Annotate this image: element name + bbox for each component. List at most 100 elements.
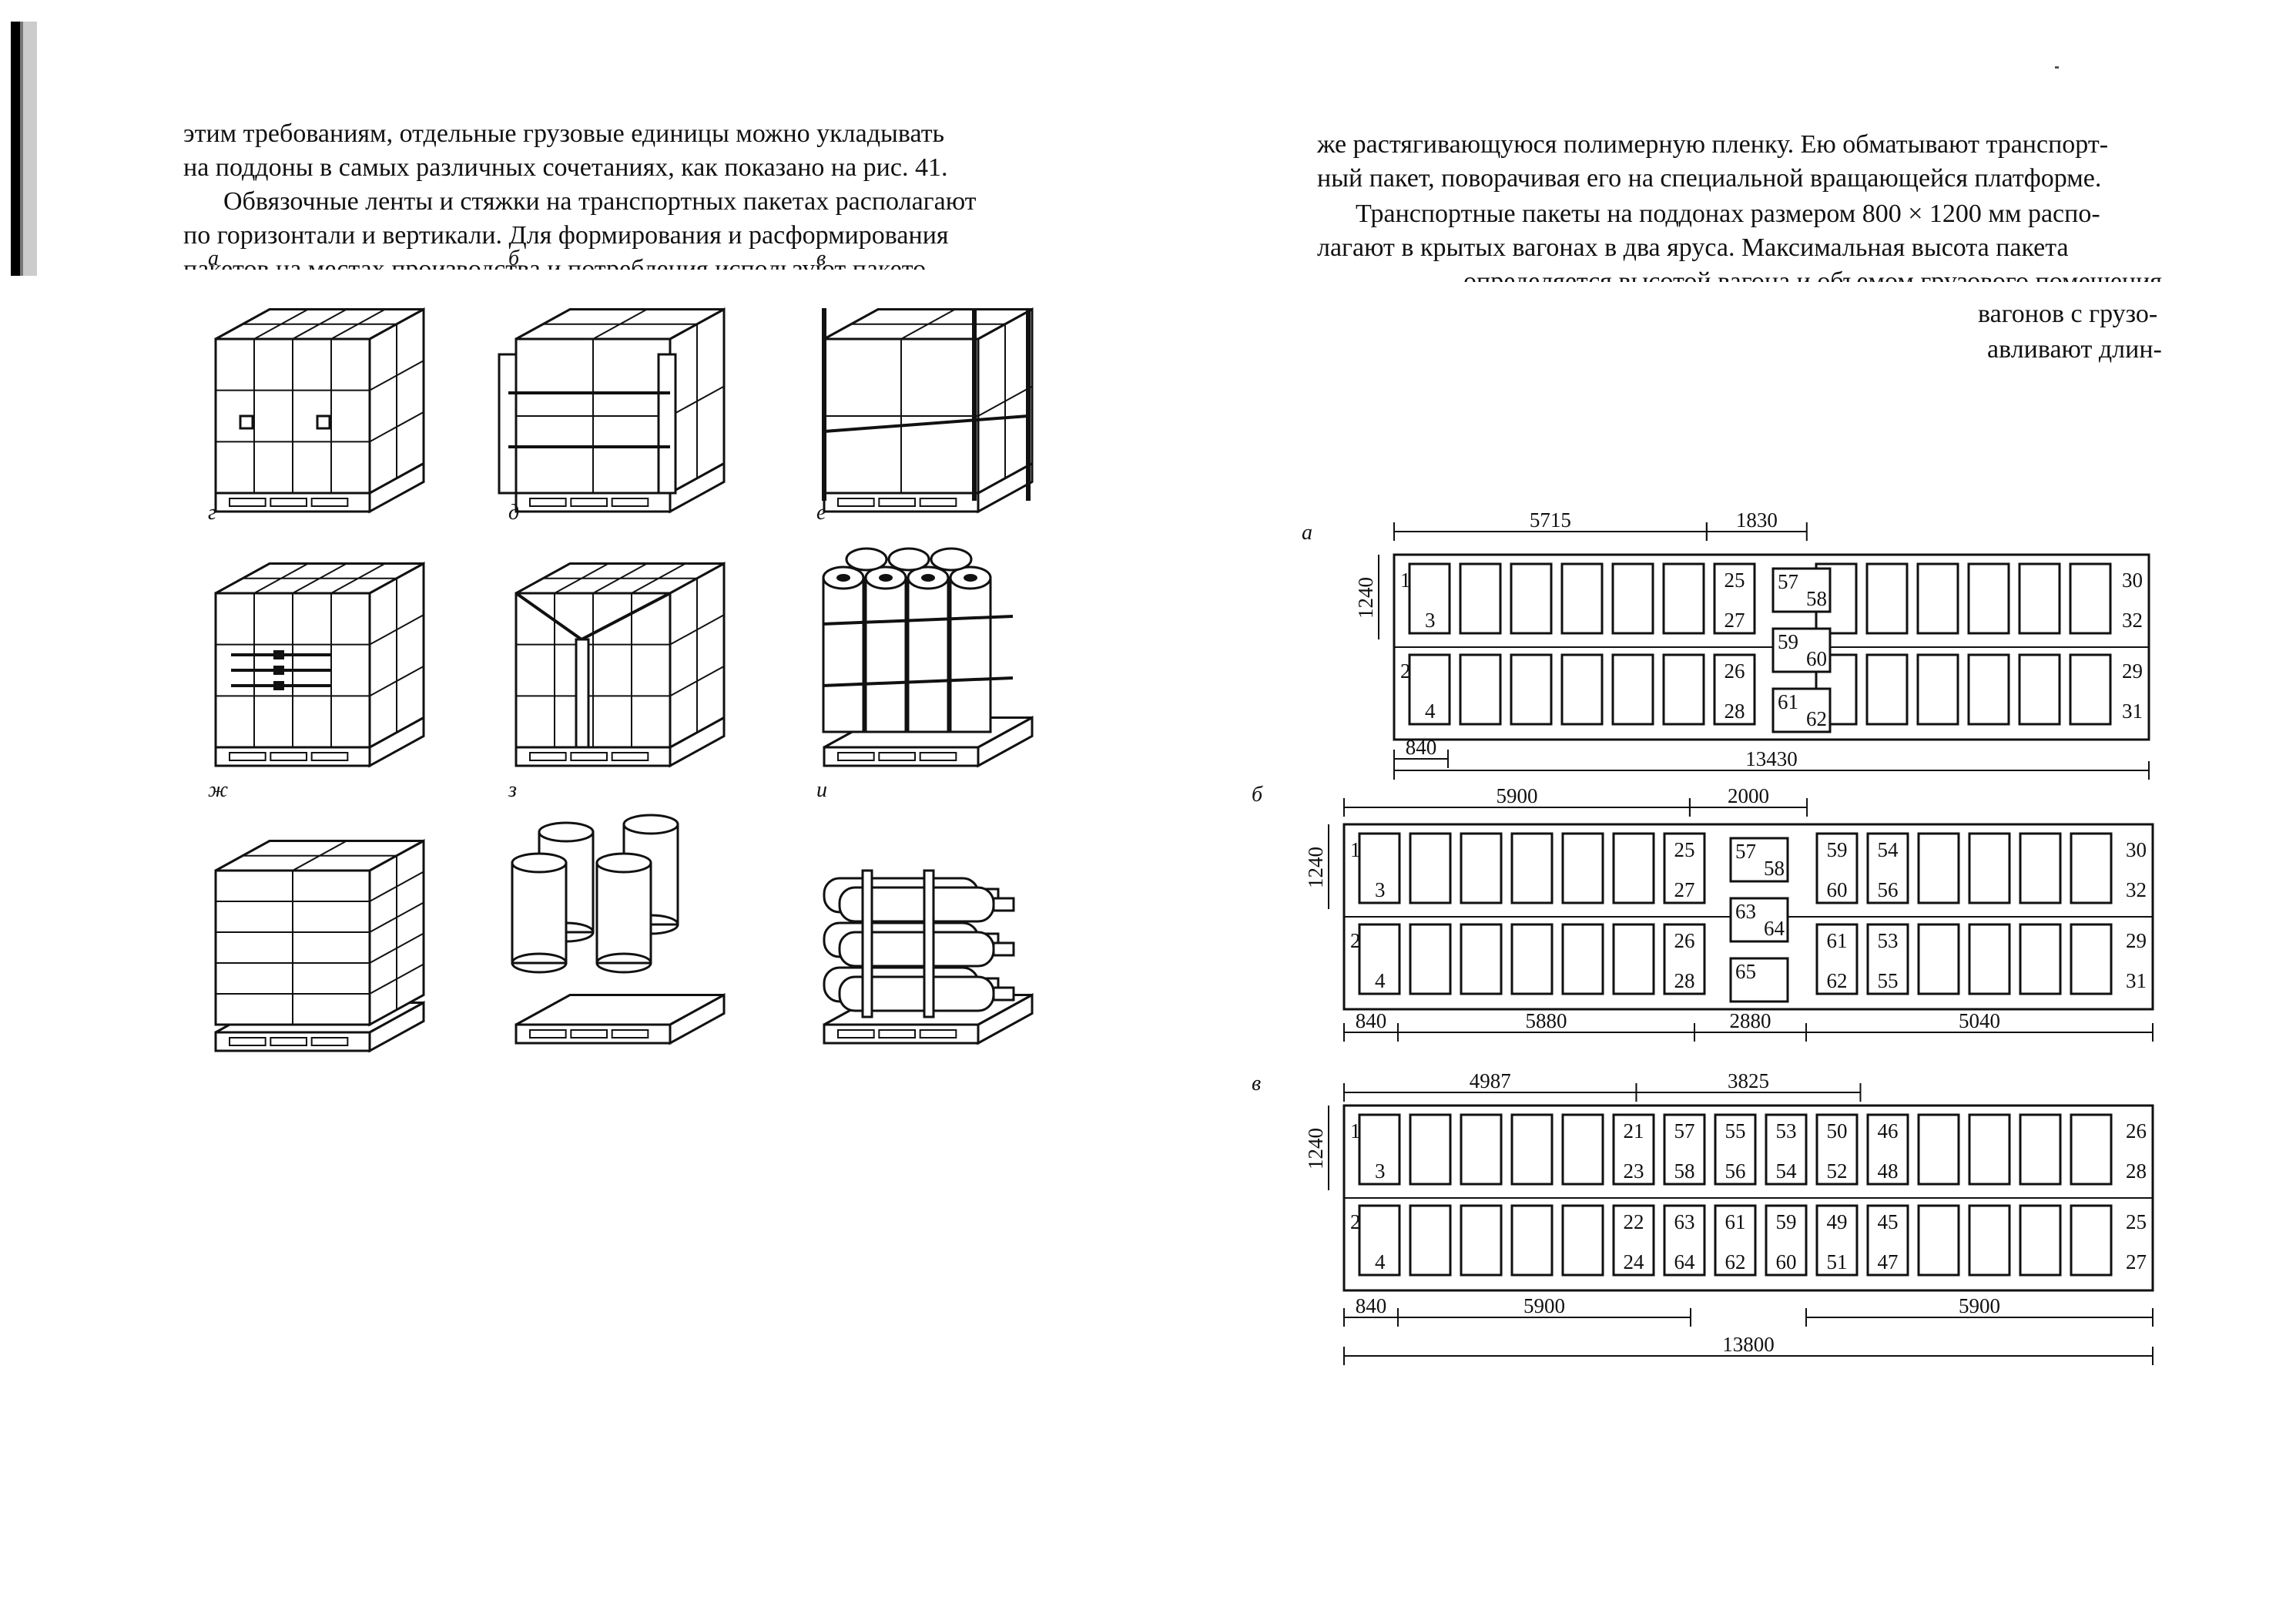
plan-number: 25 <box>1674 838 1695 861</box>
pallet-cell <box>1663 1204 1706 1277</box>
pallet-cell <box>1358 923 1401 995</box>
plan-number: 25 <box>1725 569 1745 592</box>
pallet-cell <box>1612 1204 1655 1277</box>
plan-number: 31 <box>2126 969 2147 992</box>
plan-number: 61 <box>1827 929 1848 952</box>
pallet-cell <box>1967 562 2010 635</box>
pallet-cell <box>1409 923 1452 995</box>
dimension-label: 5900 <box>1523 1294 1565 1317</box>
plan-number: 51 <box>1827 1250 1848 1273</box>
pallet-cell <box>2018 562 2061 635</box>
pallet-figure-letter: и <box>816 778 827 802</box>
plan-number: 32 <box>2122 609 2143 632</box>
plan-number: 21 <box>1624 1119 1644 1143</box>
pallet-cell <box>1612 1113 1655 1186</box>
plan-number: 54 <box>1776 1159 1798 1183</box>
plan-number: 26 <box>1725 659 1745 683</box>
pallet-cell <box>1460 832 1503 904</box>
plan-number: 26 <box>1674 929 1695 952</box>
text-line-cut: определяется высотой вагона и объемом гр… <box>1463 267 2162 282</box>
pallet-cell <box>1713 653 1756 726</box>
pallet-cell <box>1917 1204 1960 1277</box>
dimension-label: 5715 <box>1530 508 1571 532</box>
pallet-cell <box>1510 653 1553 726</box>
text-line: же растягивающуюся полимерную пленку. Ею… <box>1317 130 2109 159</box>
pallet-figure-letter: в <box>816 247 826 270</box>
wagon-plan: б133032252759605456242931262861625355575… <box>1252 783 2154 1042</box>
plan-number: 23 <box>1624 1159 1644 1183</box>
pallet-figure-box-strapped <box>214 307 425 514</box>
pallet-figure-box-side-boards <box>498 307 726 514</box>
plan-number: 64 <box>1674 1250 1696 1273</box>
plan-number: 65 <box>1735 960 1756 983</box>
dimension-label: 1830 <box>1736 508 1778 532</box>
pallet-figure-letter: а <box>208 247 219 270</box>
plan-number: 4 <box>1375 969 1386 992</box>
plan-number: 31 <box>2122 700 2143 723</box>
plan-number: 56 <box>1878 878 1899 901</box>
pallet-cell <box>1561 1113 1604 1186</box>
plan-number: 64 <box>1764 917 1785 940</box>
text-line-cut: пакетов на местах производства и потребл… <box>183 255 935 270</box>
transverse-cell <box>1771 567 1832 613</box>
text-line: вагонов с грузо- <box>1978 300 2158 328</box>
pallet-cell <box>1460 1204 1503 1277</box>
pallet-cell <box>1408 653 1451 726</box>
dimension-label: 13430 <box>1745 747 1798 770</box>
plan-number: 1 <box>1400 569 1411 592</box>
pallet-cell <box>1459 562 1502 635</box>
dimension-label: 5040 <box>1959 1009 2000 1032</box>
pallet-cell <box>1815 923 1859 995</box>
dimension-label: 840 <box>1406 736 1437 759</box>
plan-number: 22 <box>1624 1210 1644 1233</box>
pallet-cell <box>1866 1113 1909 1186</box>
plan-number: 2 <box>1350 1210 1361 1233</box>
pallet-figure-letter: г <box>208 501 216 525</box>
pallet-cell <box>2019 1204 2062 1277</box>
plan-number: 61 <box>1725 1210 1746 1233</box>
pallet-figure-letter: б <box>508 247 520 270</box>
plan-number: 3 <box>1425 609 1436 632</box>
pallet-cell <box>1358 1113 1401 1186</box>
pallet-figure-letter: з <box>508 778 517 802</box>
pallet-cell <box>1612 832 1655 904</box>
pallet-figure-letter: д <box>508 501 520 525</box>
pallet-cell <box>1866 832 1909 904</box>
pallet-cell <box>1765 1204 1808 1277</box>
scan-edge <box>11 22 37 276</box>
pallet-cell <box>1968 1113 2011 1186</box>
plan-number: 47 <box>1878 1250 1899 1273</box>
wagon-plan: в132628212357585556535450524648242527222… <box>1252 1069 2154 1365</box>
plan-number: 25 <box>2126 1210 2147 1233</box>
plan-number: 27 <box>1725 609 1745 632</box>
text-line: ный пакет, поворачивая его на специально… <box>1317 164 2102 193</box>
dimension-label: 840 <box>1356 1009 1387 1032</box>
pallet-figure-box-corner-posts <box>822 307 1034 514</box>
pallet-cell <box>1916 653 1959 726</box>
pallet-cell <box>1662 562 1705 635</box>
plan-number: 2 <box>1350 929 1361 952</box>
pallet-cell <box>1409 1113 1452 1186</box>
dimension-label: 5900 <box>1496 784 1537 807</box>
pallet-figure-brick-block <box>214 838 425 1053</box>
pallet-cell <box>1358 832 1401 904</box>
plan-number: 4 <box>1425 700 1436 723</box>
wagon-outline <box>1393 553 2150 741</box>
plan-number: 28 <box>2126 1159 2147 1183</box>
text-line: лагают в крытых вагонах в два яруса. Мак… <box>1317 233 2069 262</box>
plan-number: 30 <box>2122 569 2143 592</box>
plan-number: 3 <box>1375 878 1386 901</box>
scan-speck <box>2055 66 2059 69</box>
pallet-cell <box>1560 653 1604 726</box>
pallet-cell <box>1663 923 1706 995</box>
plan-number: 63 <box>1735 900 1756 923</box>
transverse-cell <box>1729 957 1789 1003</box>
plan-number: 59 <box>1827 838 1848 861</box>
plan-letter: в <box>1252 1072 1261 1096</box>
plan-number: 50 <box>1827 1119 1848 1143</box>
pallet-cell <box>1967 653 2010 726</box>
dimension-label: 13800 <box>1722 1333 1775 1356</box>
pallet-cell <box>1865 653 1909 726</box>
pallet-cell <box>1561 923 1604 995</box>
plan-number: 3 <box>1375 1159 1386 1183</box>
